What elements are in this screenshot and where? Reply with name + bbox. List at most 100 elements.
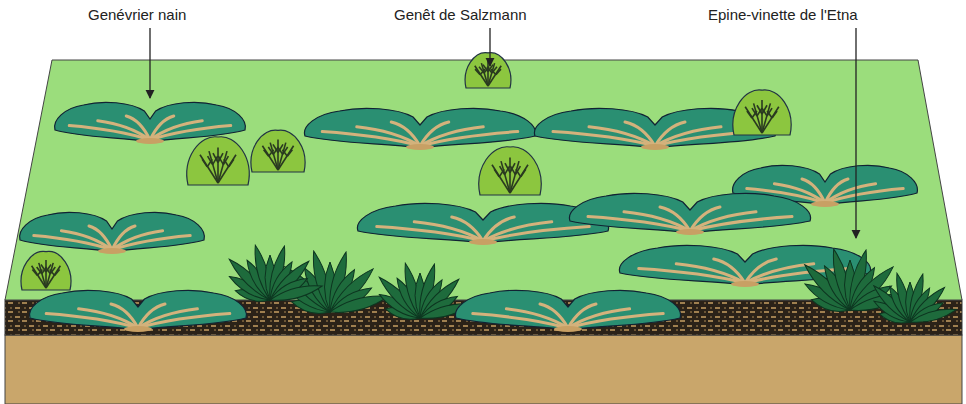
broom-stem — [270, 143, 278, 170]
broom-stem — [39, 263, 46, 288]
broom-stem — [264, 150, 269, 157]
broom-stem — [762, 108, 767, 116]
juniper-base — [406, 144, 434, 150]
broom-stem — [500, 166, 505, 174]
broom-stem — [282, 150, 287, 157]
broom-stem — [46, 263, 53, 288]
broom-foliage — [21, 251, 71, 290]
broom-stem — [496, 69, 501, 75]
juniper-base — [676, 229, 704, 235]
juniper-branch — [568, 314, 663, 328]
broom-shrub — [187, 137, 249, 185]
juniper-branch — [420, 132, 518, 146]
broom-stem — [481, 63, 488, 86]
broom-stem — [278, 146, 294, 170]
leader-arrow — [855, 28, 856, 238]
broom-stem — [491, 69, 496, 75]
broom-shrub — [251, 130, 305, 172]
broom-stem — [757, 105, 762, 114]
broom-stem — [202, 159, 207, 167]
broom-stem — [505, 163, 510, 172]
broom-stem — [501, 161, 510, 193]
juniper-base — [641, 144, 669, 150]
broom-stem — [46, 266, 60, 288]
broom-stem — [761, 100, 763, 133]
broom-stem — [218, 151, 227, 183]
juniper-shrub — [20, 212, 205, 254]
juniper-branch — [126, 116, 150, 140]
juniper-branch — [506, 309, 568, 328]
broom-stem — [767, 111, 772, 118]
broom-stem — [510, 165, 528, 193]
broom-stem — [55, 269, 60, 275]
juniper-foliage — [30, 290, 247, 330]
barberry-shrub — [226, 244, 324, 305]
broom-stem — [218, 156, 223, 164]
juniper-branch — [483, 227, 589, 241]
juniper-branch — [414, 222, 483, 241]
juniper-branch — [357, 127, 420, 146]
broom-shrub — [21, 251, 71, 290]
barberry-leaf — [909, 305, 958, 326]
broom-stem — [752, 108, 757, 116]
juniper-foliage — [456, 290, 681, 330]
juniper-branch — [540, 304, 568, 328]
broom-stem — [509, 158, 511, 194]
juniper-branch — [111, 304, 138, 328]
broom-stem — [762, 103, 770, 133]
juniper-branch — [825, 189, 903, 203]
broom-stem — [479, 67, 484, 73]
plant-label: Genévrier nain — [86, 6, 188, 24]
broom-stem — [213, 153, 218, 162]
plants — [20, 53, 958, 332]
broom-foliage — [187, 137, 249, 185]
broom-stem — [754, 103, 762, 133]
juniper-shrub — [30, 290, 247, 332]
leader-lines — [150, 28, 856, 238]
juniper-foliage — [20, 212, 205, 252]
broom-stem — [209, 151, 218, 183]
juniper-foliage — [357, 203, 608, 243]
broom-stem — [229, 159, 234, 167]
barberry-shrub — [871, 272, 958, 326]
broom-stem — [273, 144, 278, 152]
juniper-base — [731, 281, 759, 287]
broom-stem — [287, 150, 292, 157]
juniper-foliage — [55, 102, 246, 142]
broom-foliage — [733, 90, 791, 135]
juniper-branch — [89, 226, 112, 250]
broom-stem — [772, 111, 777, 118]
broom-stem — [521, 169, 526, 177]
juniper-branch — [660, 207, 690, 231]
broom-foliage — [465, 53, 511, 88]
juniper-base — [98, 248, 126, 254]
juniper-foliage — [305, 108, 536, 148]
broom-stem — [747, 111, 752, 118]
juniper-shrub — [305, 108, 536, 150]
juniper-base — [136, 138, 164, 144]
broom-stem — [224, 159, 229, 167]
juniper-base — [124, 326, 152, 332]
broom-stem — [217, 148, 219, 184]
broom-stem — [32, 269, 37, 275]
juniper-branch — [112, 236, 190, 250]
juniper-shrub — [456, 290, 681, 332]
broom-stem — [278, 143, 286, 170]
juniper-branch — [79, 309, 138, 328]
broom-stem — [208, 156, 213, 164]
broom-shrub — [479, 147, 541, 195]
juniper-foliage — [569, 193, 810, 233]
soil-front — [5, 335, 962, 404]
broom-foliage — [479, 147, 541, 195]
juniper-branch — [625, 122, 655, 146]
juniper-base — [554, 326, 582, 332]
broom-stem — [494, 169, 499, 177]
broom-stem — [475, 69, 480, 75]
plant-label: Genêt de Salzmann — [392, 6, 529, 24]
juniper-branch — [391, 122, 420, 146]
juniper-branch — [61, 231, 112, 250]
broom-stem — [510, 161, 519, 193]
juniper-shrub — [569, 193, 810, 235]
broom-stem — [510, 166, 515, 174]
